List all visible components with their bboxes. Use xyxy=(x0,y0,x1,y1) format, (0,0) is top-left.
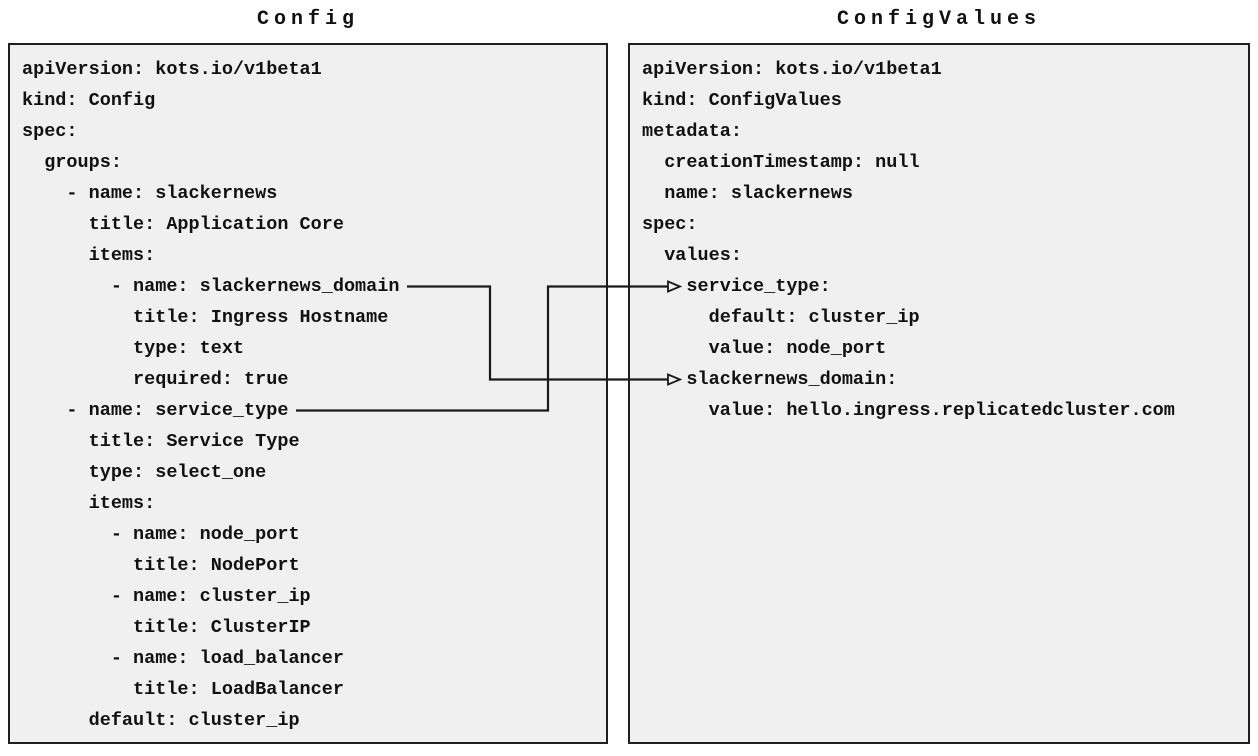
code-line: title: Application Core xyxy=(22,214,344,235)
code-line: - name: cluster_ip xyxy=(22,586,311,607)
code-line: type: select_one xyxy=(22,462,267,483)
code-line: apiVersion: kots.io/v1beta1 xyxy=(22,59,322,80)
code-line: required: true xyxy=(22,369,289,390)
code-line: title: Ingress Hostname xyxy=(22,307,389,328)
code-line: value: node_port xyxy=(642,338,887,359)
code-line: type: text xyxy=(22,338,245,359)
code-line: groups: xyxy=(22,152,122,173)
code-line: items: xyxy=(22,493,156,514)
code-line: spec: xyxy=(642,214,698,235)
code-line: spec: xyxy=(22,121,78,142)
code-line-slackernews-domain-value: slackernews_domain: xyxy=(642,369,898,390)
code-line: value: hello.ingress.replicatedcluster.c… xyxy=(642,400,1175,421)
code-line: default: cluster_ip xyxy=(22,710,300,731)
config-panel-title: Config xyxy=(256,8,359,31)
code-line: title: NodePort xyxy=(22,555,300,576)
code-line-service-type-value: service_type: xyxy=(642,276,831,297)
code-line: title: Service Type xyxy=(22,431,300,452)
code-line: kind: Config xyxy=(22,90,156,111)
code-line: title: ClusterIP xyxy=(22,617,311,638)
code-line: - name: slackernews xyxy=(22,183,278,204)
code-line: items: xyxy=(22,245,156,266)
code-line: title: LoadBalancer xyxy=(22,679,344,700)
code-line: kind: ConfigValues xyxy=(642,90,842,111)
code-line: creationTimestamp: null xyxy=(642,152,920,173)
code-line: - name: node_port xyxy=(22,524,300,545)
code-line: values: xyxy=(642,245,742,266)
configvalues-panel-title: ConfigValues xyxy=(836,8,1042,31)
code-line: name: slackernews xyxy=(642,183,853,204)
code-line-slackernews-domain: - name: slackernews_domain xyxy=(22,276,400,297)
configvalues-panel: apiVersion: kots.io/v1beta1 kind: Config… xyxy=(628,43,1250,744)
code-line: default: cluster_ip xyxy=(642,307,920,328)
code-line-service-type: - name: service_type xyxy=(22,400,289,421)
code-line: metadata: xyxy=(642,121,742,142)
code-line: - name: load_balancer xyxy=(22,648,344,669)
code-line: apiVersion: kots.io/v1beta1 xyxy=(642,59,942,80)
config-panel: apiVersion: kots.io/v1beta1 kind: Config… xyxy=(8,43,608,744)
